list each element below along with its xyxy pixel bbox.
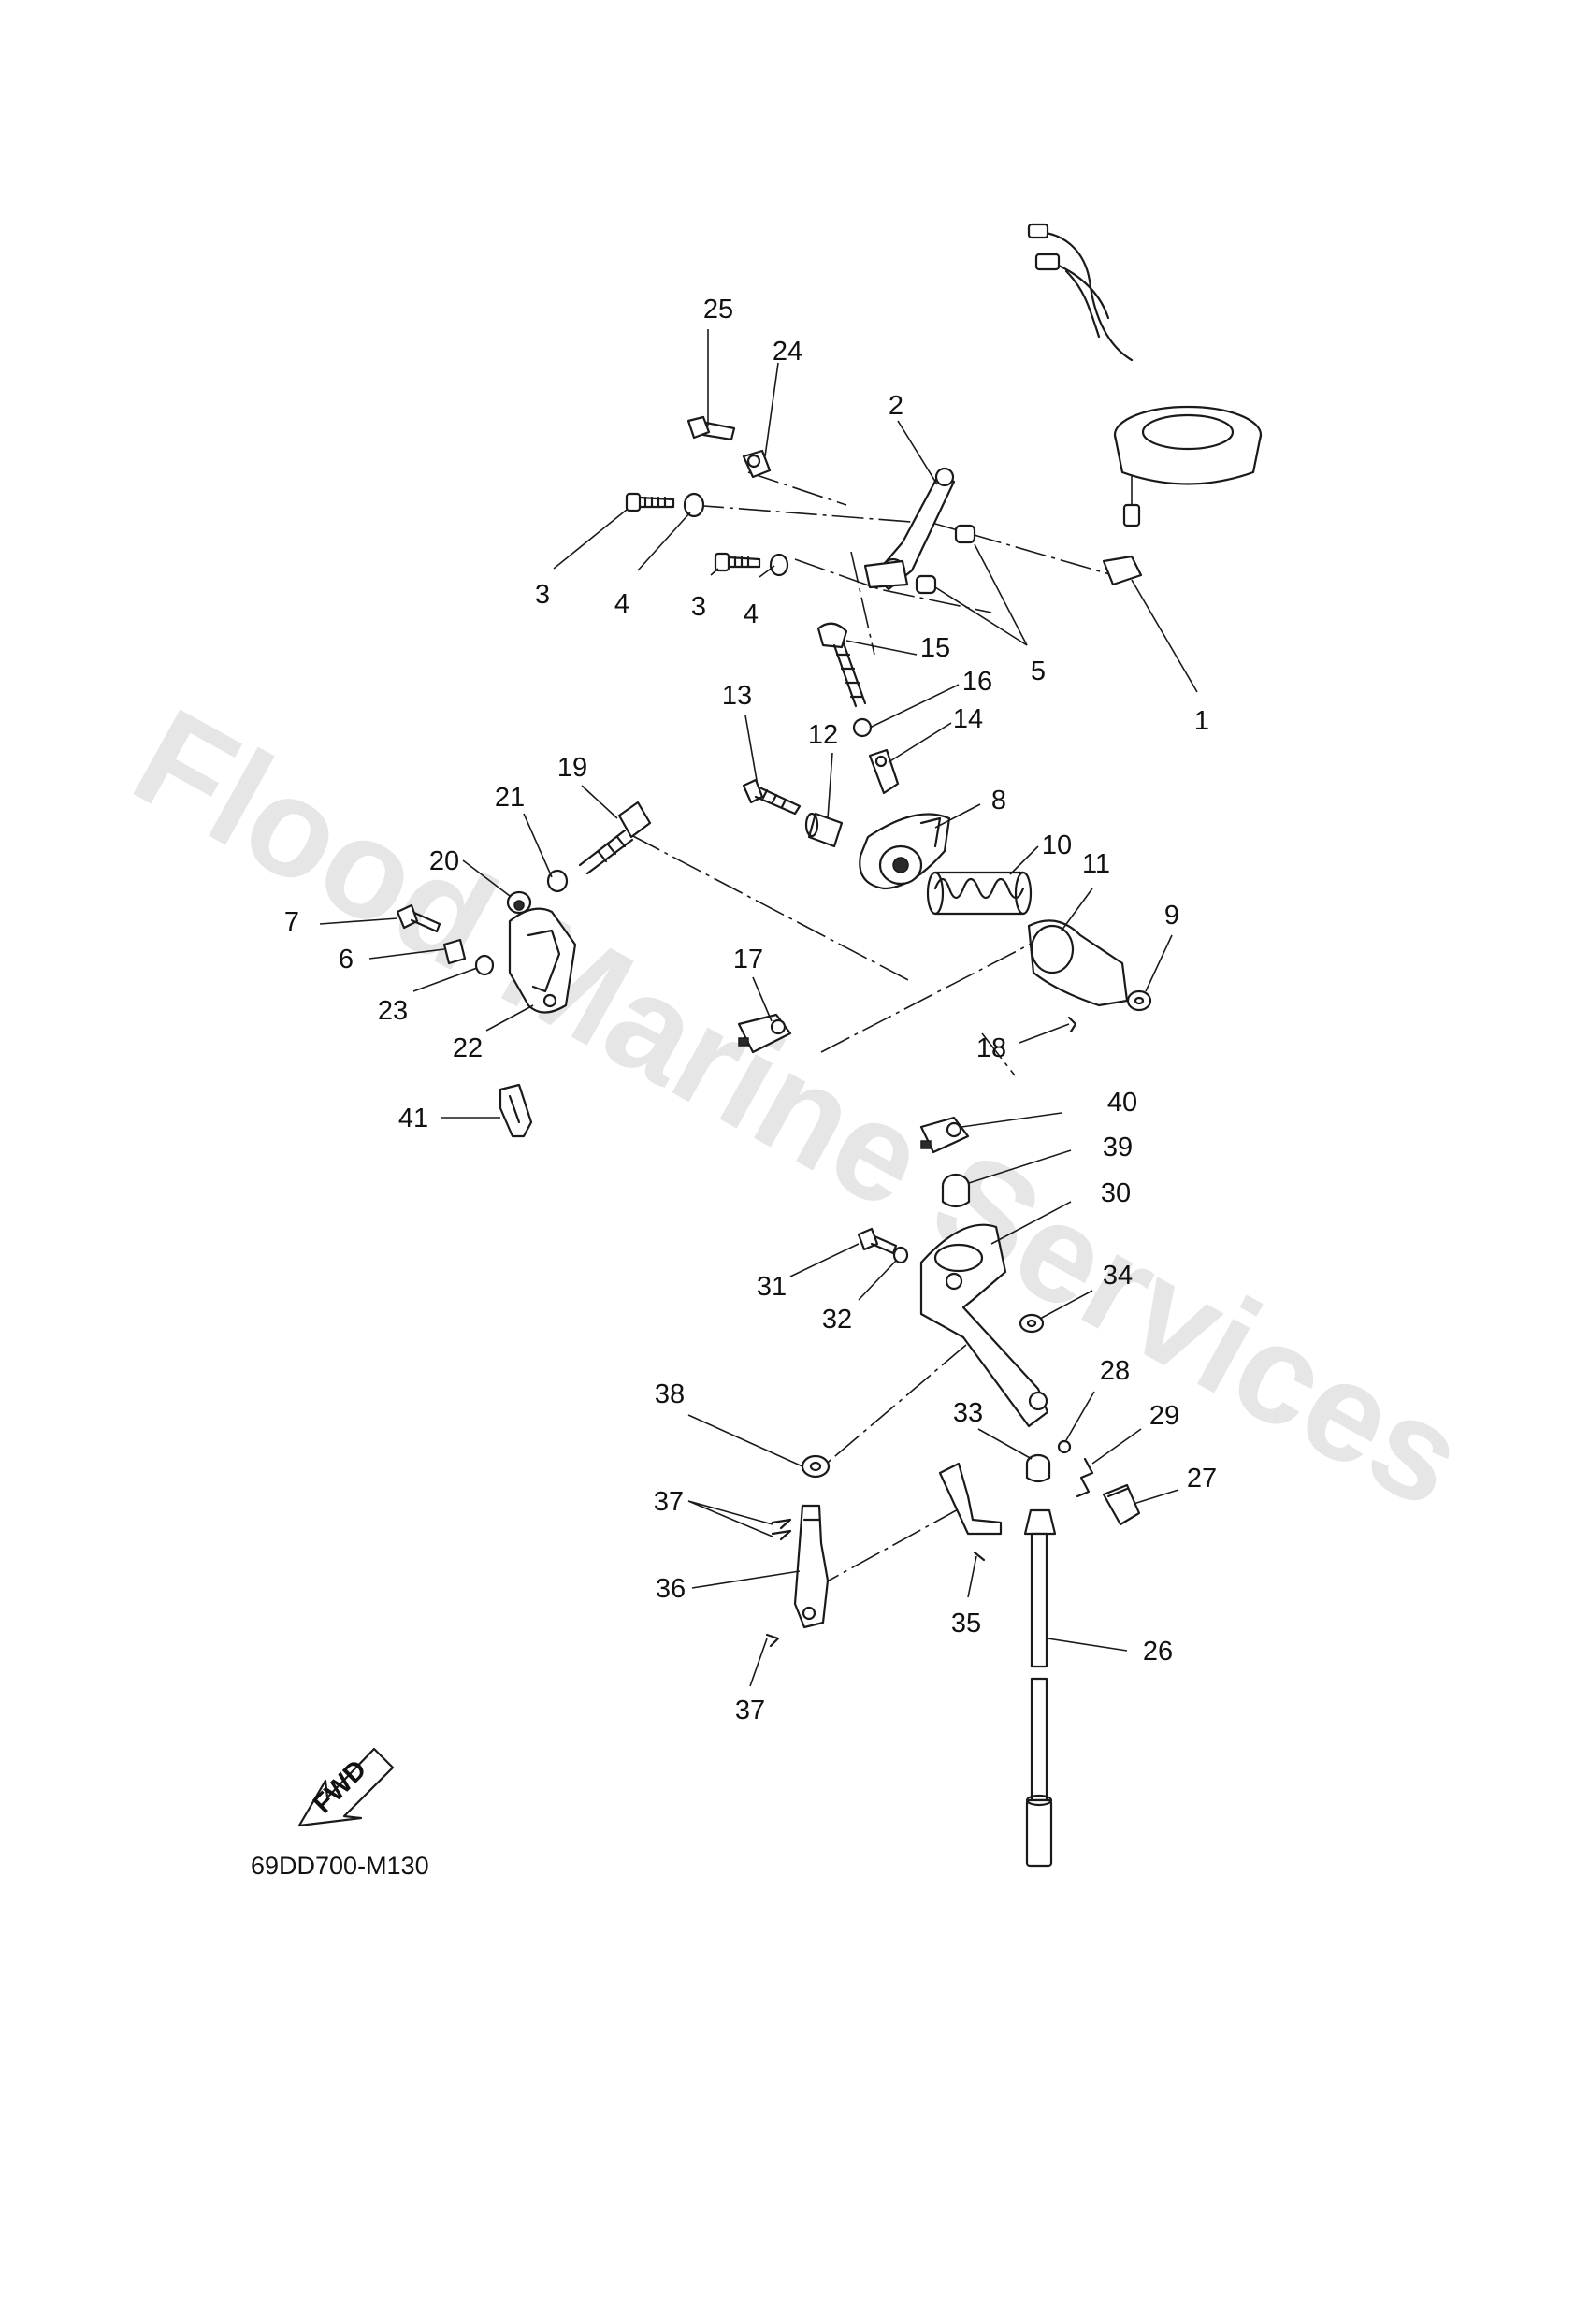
callout-labels: 1 2 3 4 3 4 5 6 7 8 9 10 11 12 13 14 15 …	[284, 295, 1217, 1725]
leader-lines	[319, 329, 1198, 1687]
callout-21: 21	[495, 783, 525, 813]
part-28-ball	[1057, 1439, 1072, 1454]
part-24-collar	[742, 449, 772, 479]
callout-37-lower: 37	[735, 1696, 765, 1725]
part-4-washer-upper	[683, 492, 705, 518]
part-29-spring	[1076, 1457, 1094, 1498]
callout-16: 16	[962, 667, 992, 697]
diagram-code: 69DD700-M130	[251, 1852, 429, 1880]
callout-27: 27	[1187, 1464, 1217, 1494]
callout-12: 12	[808, 720, 838, 750]
part-37-clips	[765, 1518, 792, 1648]
part-20-collar	[506, 890, 532, 915]
callout-3-lower: 3	[691, 592, 706, 622]
callout-17: 17	[733, 945, 763, 974]
callout-28: 28	[1100, 1356, 1130, 1386]
part-6-collar	[442, 938, 467, 965]
part-39-collar	[941, 1173, 971, 1208]
part-32-washer	[892, 1246, 909, 1264]
callout-41: 41	[398, 1104, 428, 1133]
part-18-pin	[1067, 1016, 1077, 1033]
part-12-pin	[804, 812, 844, 848]
callout-26: 26	[1143, 1637, 1173, 1667]
part-7-bolt	[396, 903, 441, 933]
callout-36: 36	[656, 1574, 686, 1604]
assembly-lines	[630, 471, 1133, 1591]
part-2-arm	[863, 467, 956, 591]
part-17-rod-end	[737, 1013, 792, 1054]
callout-40: 40	[1107, 1088, 1137, 1118]
callout-2: 2	[889, 391, 903, 421]
part-23-nut	[474, 954, 495, 976]
callout-31: 31	[757, 1272, 787, 1302]
part-14-link	[868, 748, 900, 795]
part-4-washer-lower	[769, 553, 789, 577]
callout-1: 1	[1194, 706, 1209, 736]
part-22-bracket	[508, 907, 577, 1014]
part-3-bolt-lower	[714, 552, 761, 572]
part-9-washer	[1126, 989, 1152, 1012]
part-40-rod-end	[919, 1116, 970, 1154]
callout-7: 7	[284, 907, 299, 937]
callout-18: 18	[976, 1033, 1006, 1063]
part-30-shift-lever	[919, 1223, 1049, 1428]
part-11-boss	[1027, 919, 1129, 1007]
callout-15: 15	[920, 633, 950, 663]
part-38-washer	[801, 1454, 831, 1479]
callout-5: 5	[1031, 657, 1046, 686]
callout-20: 20	[429, 846, 459, 876]
part-16-nut	[852, 717, 873, 738]
callout-29: 29	[1149, 1401, 1179, 1431]
callout-30: 30	[1101, 1178, 1131, 1208]
part-36-arm	[793, 1504, 830, 1629]
callout-4-upper: 4	[614, 589, 629, 619]
callout-10: 10	[1042, 830, 1072, 860]
part-21-nut	[546, 869, 569, 893]
callout-14: 14	[953, 704, 983, 734]
callout-9: 9	[1164, 901, 1179, 931]
callout-23: 23	[378, 996, 408, 1026]
part-8-lever	[859, 813, 951, 890]
part-27-plug	[1102, 1483, 1141, 1526]
callout-8: 8	[991, 786, 1006, 816]
callout-37-upper: 37	[654, 1487, 684, 1517]
callout-24: 24	[773, 337, 802, 367]
callout-25: 25	[703, 295, 733, 325]
part-33-collar	[1025, 1453, 1051, 1483]
callout-13: 13	[722, 681, 752, 711]
callout-11: 11	[1082, 849, 1110, 879]
callout-33: 33	[953, 1398, 983, 1428]
callout-39: 39	[1103, 1133, 1133, 1162]
part-13-bolt	[742, 778, 802, 816]
callout-38: 38	[655, 1379, 685, 1409]
callout-3-upper: 3	[535, 580, 550, 610]
part-31-bolt	[857, 1227, 898, 1255]
part-25-bolt	[686, 415, 736, 441]
callout-22: 22	[453, 1033, 483, 1063]
part-1-switch-assembly	[1027, 223, 1263, 586]
part-26-shift-rod	[1023, 1508, 1057, 1868]
callout-35: 35	[951, 1609, 981, 1638]
callout-32: 32	[822, 1305, 852, 1335]
part-41-clip	[499, 1083, 533, 1138]
callout-34: 34	[1103, 1261, 1133, 1291]
part-3-bolt-upper	[625, 492, 675, 512]
callout-6: 6	[339, 945, 354, 974]
part-19-rod	[578, 801, 652, 875]
part-34-washer	[1019, 1313, 1045, 1334]
callout-19: 19	[557, 753, 587, 783]
part-35-bracket	[938, 1462, 1003, 1562]
part-10-spring	[926, 871, 1033, 916]
fwd-arrow-icon: FWD	[297, 1747, 395, 1827]
part-15-rod-end	[816, 622, 867, 708]
part-5-bushings	[915, 524, 976, 595]
callout-4-lower: 4	[744, 599, 759, 629]
